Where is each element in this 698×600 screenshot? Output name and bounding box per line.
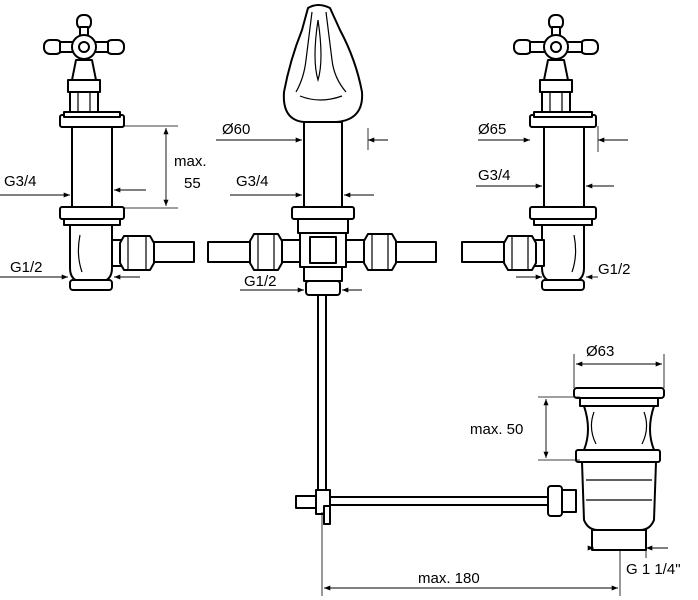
- left-height-label-line2: 55: [184, 175, 201, 192]
- right-thread-upper-label: G3/4: [478, 167, 511, 184]
- pop-up-waste: [295, 387, 665, 551]
- dimension-labels: max. 55 G3/4 G1/2 Ø60 G3/4 G1/2 Ø65 G3/4…: [4, 121, 681, 587]
- center-spout: [207, 4, 437, 494]
- waste-diameter-label: Ø63: [586, 343, 614, 360]
- right-cross-handle: [513, 14, 599, 60]
- rod-length-label: max. 180: [418, 570, 480, 587]
- left-thread-upper-label: G3/4: [4, 173, 37, 190]
- waste-thread-label: G 1 1/4": [626, 561, 681, 578]
- left-valve: [43, 14, 195, 291]
- left-thread-lower-label: G1/2: [10, 259, 43, 276]
- right-thread-lower-label: G1/2: [598, 261, 631, 278]
- right-diameter-label: Ø65: [478, 121, 506, 138]
- left-cross-handle: [43, 14, 125, 60]
- center-thread-upper-label: G3/4: [236, 173, 269, 190]
- waste-height-label: max. 50: [470, 421, 523, 438]
- left-height-label-line1: max.: [174, 153, 207, 170]
- center-diameter-label: Ø60: [222, 121, 250, 138]
- center-thread-lower-label: G1/2: [244, 273, 277, 290]
- dimensions: [0, 125, 668, 596]
- right-valve: [461, 14, 599, 291]
